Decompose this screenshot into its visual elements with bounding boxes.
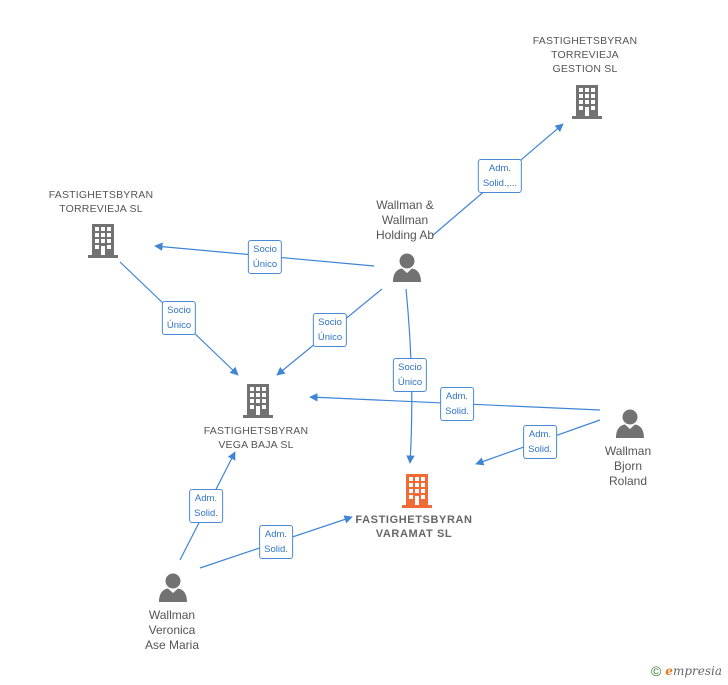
node-label-veronica[interactable]: Wallman Veronica Ase Maria — [144, 608, 200, 652]
node-label-torrevieja[interactable]: FASTIGHETSBYRAN TORREVIEJA SL — [48, 189, 154, 215]
person-icon[interactable] — [393, 253, 421, 283]
building-icon[interactable] — [402, 474, 432, 508]
building-icon[interactable] — [572, 85, 602, 119]
node-label-bjorn[interactable]: Wallman Bjorn Roland — [604, 444, 652, 488]
footer-brand: © empresia — [651, 663, 722, 679]
node-label-vegabaja[interactable]: FASTIGHETSBYRAN VEGA BAJA SL — [203, 425, 309, 451]
node-label-gestion[interactable]: FASTIGHETSBYRAN TORREVIEJA GESTION SL — [532, 35, 638, 75]
edge-label-socio-unico: Socio Único — [392, 358, 428, 392]
brand-logo: empresia — [665, 664, 722, 678]
edge-label-socio-unico: Socio Único — [161, 301, 197, 335]
copyright-icon: © — [650, 663, 662, 679]
edge-label-socio-unico: Socio Único — [312, 313, 348, 347]
person-icon[interactable] — [616, 409, 644, 439]
building-icon[interactable] — [88, 224, 118, 258]
edge-label-socio-unico: Socio Único — [247, 240, 283, 274]
edge-label-adm-solid: Adm. Solid. — [523, 425, 557, 459]
node-label-varamat[interactable]: FASTIGHETSBYRAN VARAMAT SL — [355, 514, 473, 540]
edge-label-adm-solid: Adm. Solid. — [189, 489, 223, 523]
person-icon[interactable] — [159, 573, 187, 603]
node-label-holding[interactable]: Wallman & Wallman Holding Ab — [375, 198, 435, 242]
edge-label-adm-solid: Adm. Solid.,... — [477, 159, 523, 193]
edge-label-adm-solid: Adm. Solid. — [440, 387, 474, 421]
edge-label-adm-solid: Adm. Solid. — [259, 525, 293, 559]
building-icon[interactable] — [243, 384, 273, 418]
